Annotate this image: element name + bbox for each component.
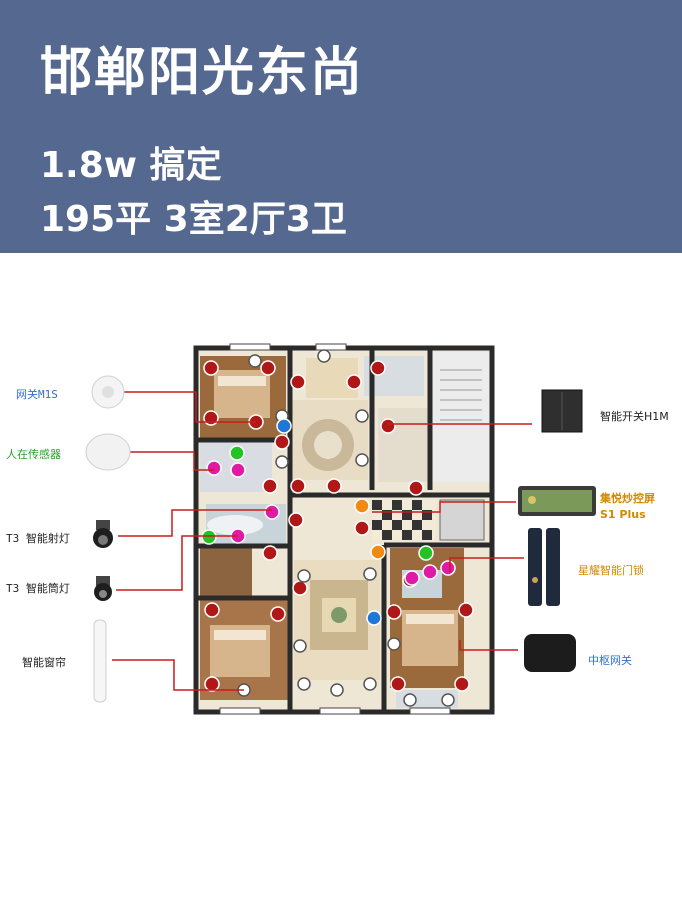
sensor-markers: [201, 418, 456, 626]
spotlight-markers: [237, 349, 455, 707]
page-title: 邯郸阳光东尚: [40, 43, 365, 103]
gateway-m1s-icon: [91, 375, 125, 409]
label-hub-gateway: 中枢网关: [588, 654, 632, 667]
label-gateway-m1s: 网关M1S: [16, 388, 58, 401]
layout-line: 195平 3室2厅3卫: [40, 199, 347, 240]
floor-plan: [85, 343, 596, 715]
spotlight-icon: [93, 520, 113, 548]
label-control-screen: 集悦炒控屏: [600, 492, 655, 505]
label-presence-sensor: 人在传感器: [6, 448, 61, 461]
red-markers: [203, 360, 474, 692]
label-curtain: 智能窗帘: [22, 656, 66, 669]
leader-lines: [112, 391, 532, 691]
curtain-motor-icon: [93, 619, 107, 703]
hub-gateway-icon: [524, 634, 576, 672]
label-smart-switch: 智能开关H1M: [600, 410, 669, 423]
presence-sensor-icon: [85, 433, 131, 471]
label-control-screen-model: S1 Plus: [600, 508, 646, 521]
label-door-lock: 星耀智能门锁: [578, 564, 644, 577]
control-screen-icon: [518, 486, 596, 516]
header-banner: 邯郸阳光东尚 1.8w 搞定 195平 3室2厅3卫: [0, 0, 682, 253]
label-spotlight: T3 智能射灯: [6, 532, 70, 545]
downlight-icon: [94, 576, 112, 601]
door-lock-icon: [528, 528, 560, 606]
label-downlight: T3 智能筒灯: [6, 582, 70, 595]
smart-switch-h1m-icon: [541, 389, 583, 433]
price-line: 1.8w 搞定: [40, 145, 222, 186]
